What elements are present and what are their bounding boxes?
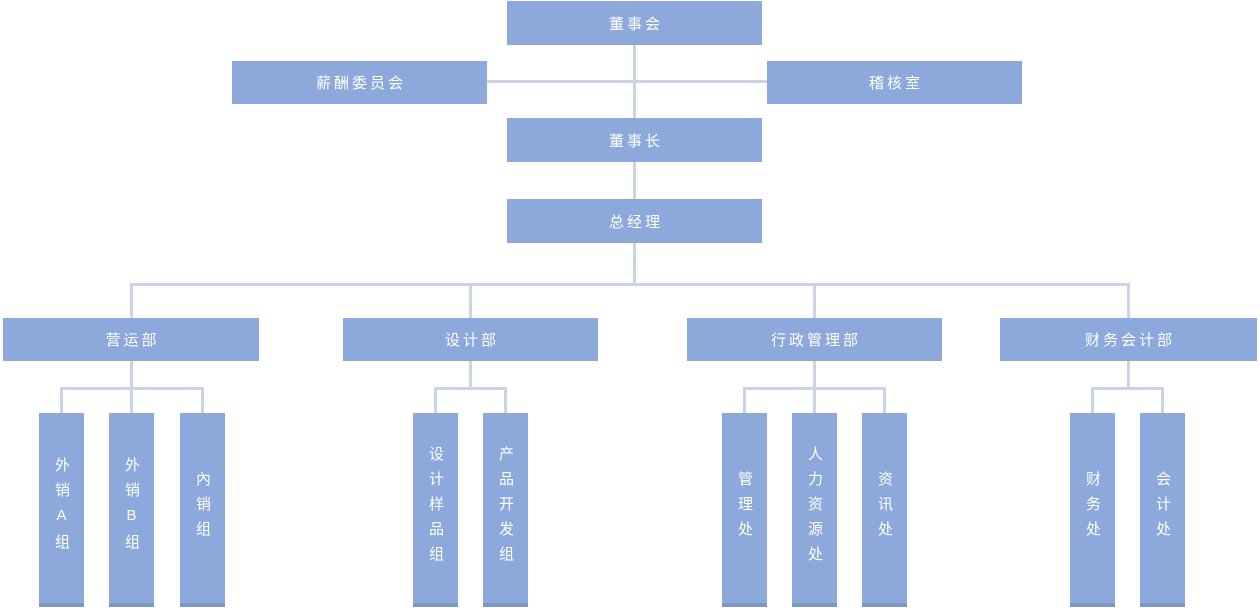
connector-committees-bar [487, 80, 767, 83]
node-group-design-samples: 设计样品组 [413, 413, 458, 607]
node-chairman: 董事长 [507, 118, 762, 162]
node-office-finance-label: 财务处 [1084, 470, 1101, 546]
connector-drop-design [469, 283, 472, 318]
node-dept-admin: 行政管理部 [687, 318, 942, 361]
connector-admin-bar [743, 387, 886, 390]
connector-drop-admin [813, 283, 816, 318]
node-office-management: 管理处 [722, 413, 767, 607]
connector-design-bar [434, 387, 507, 390]
node-dept-design: 设计部 [343, 318, 598, 361]
node-board-label: 董事会 [608, 15, 663, 33]
connector-operations-bar [60, 387, 204, 390]
node-compensation-committee: 薪酬委员会 [232, 61, 487, 104]
connector-finance-bar [1091, 387, 1164, 390]
node-dept-finance-accounting: 财务会计部 [1000, 318, 1257, 361]
node-group-design-samples-label: 设计样品组 [427, 445, 444, 571]
node-dept-admin-label: 行政管理部 [770, 332, 861, 349]
connector-chairman-gm [633, 162, 636, 199]
node-group-export-sales-b: 外销B组 [109, 413, 154, 607]
connector-gm-stem [633, 243, 636, 286]
node-group-product-development-label: 产品开发组 [497, 445, 514, 571]
node-office-management-label: 管理处 [736, 470, 753, 546]
node-dept-operations-label: 营运部 [105, 332, 160, 349]
connector-admin-drop-right [883, 387, 886, 413]
node-general-manager-label: 总经理 [608, 213, 663, 231]
node-group-export-sales-a-label: 外销A组 [53, 457, 70, 559]
node-board: 董事会 [507, 1, 762, 45]
node-office-accounting: 会计处 [1140, 413, 1185, 607]
node-group-export-sales-a: 外销A组 [39, 413, 84, 607]
connector-design-stem [469, 361, 472, 390]
node-office-finance: 财务处 [1070, 413, 1115, 607]
node-group-domestic-sales: 內销组 [180, 413, 225, 607]
connector-drop-operations [130, 283, 133, 318]
node-general-manager: 总经理 [507, 199, 762, 243]
node-audit-office: 稽核室 [767, 61, 1022, 104]
connector-design-drop-right [504, 387, 507, 413]
connector-design-drop-left [434, 387, 437, 413]
connector-finance-stem [1127, 361, 1130, 390]
connector-operations-drop-right [201, 387, 204, 413]
node-chairman-label: 董事长 [608, 132, 663, 150]
connector-admin-drop-left [743, 387, 746, 413]
node-office-information: 资讯处 [862, 413, 907, 607]
node-dept-finance-accounting-label: 财务会计部 [1084, 332, 1175, 349]
connector-finance-drop-left [1091, 387, 1094, 413]
node-office-human-resources: 人力资源处 [792, 413, 837, 607]
node-group-domestic-sales-label: 內销组 [194, 470, 211, 546]
node-dept-operations: 营运部 [3, 318, 259, 361]
connector-finance-drop-right [1161, 387, 1164, 413]
node-dept-design-label: 设计部 [444, 332, 499, 349]
connector-drop-finance [1127, 283, 1130, 318]
node-office-human-resources-label: 人力资源处 [806, 445, 823, 571]
connector-operations-drop-left [60, 387, 63, 413]
node-audit-office-label: 稽核室 [868, 75, 923, 92]
node-group-product-development: 产品开发组 [483, 413, 528, 607]
node-office-information-label: 资讯处 [876, 470, 893, 546]
connector-main-bar [130, 283, 1130, 286]
node-compensation-committee-label: 薪酬委员会 [315, 75, 406, 92]
node-office-accounting-label: 会计处 [1154, 470, 1171, 546]
node-group-export-sales-b-label: 外销B组 [123, 457, 140, 559]
